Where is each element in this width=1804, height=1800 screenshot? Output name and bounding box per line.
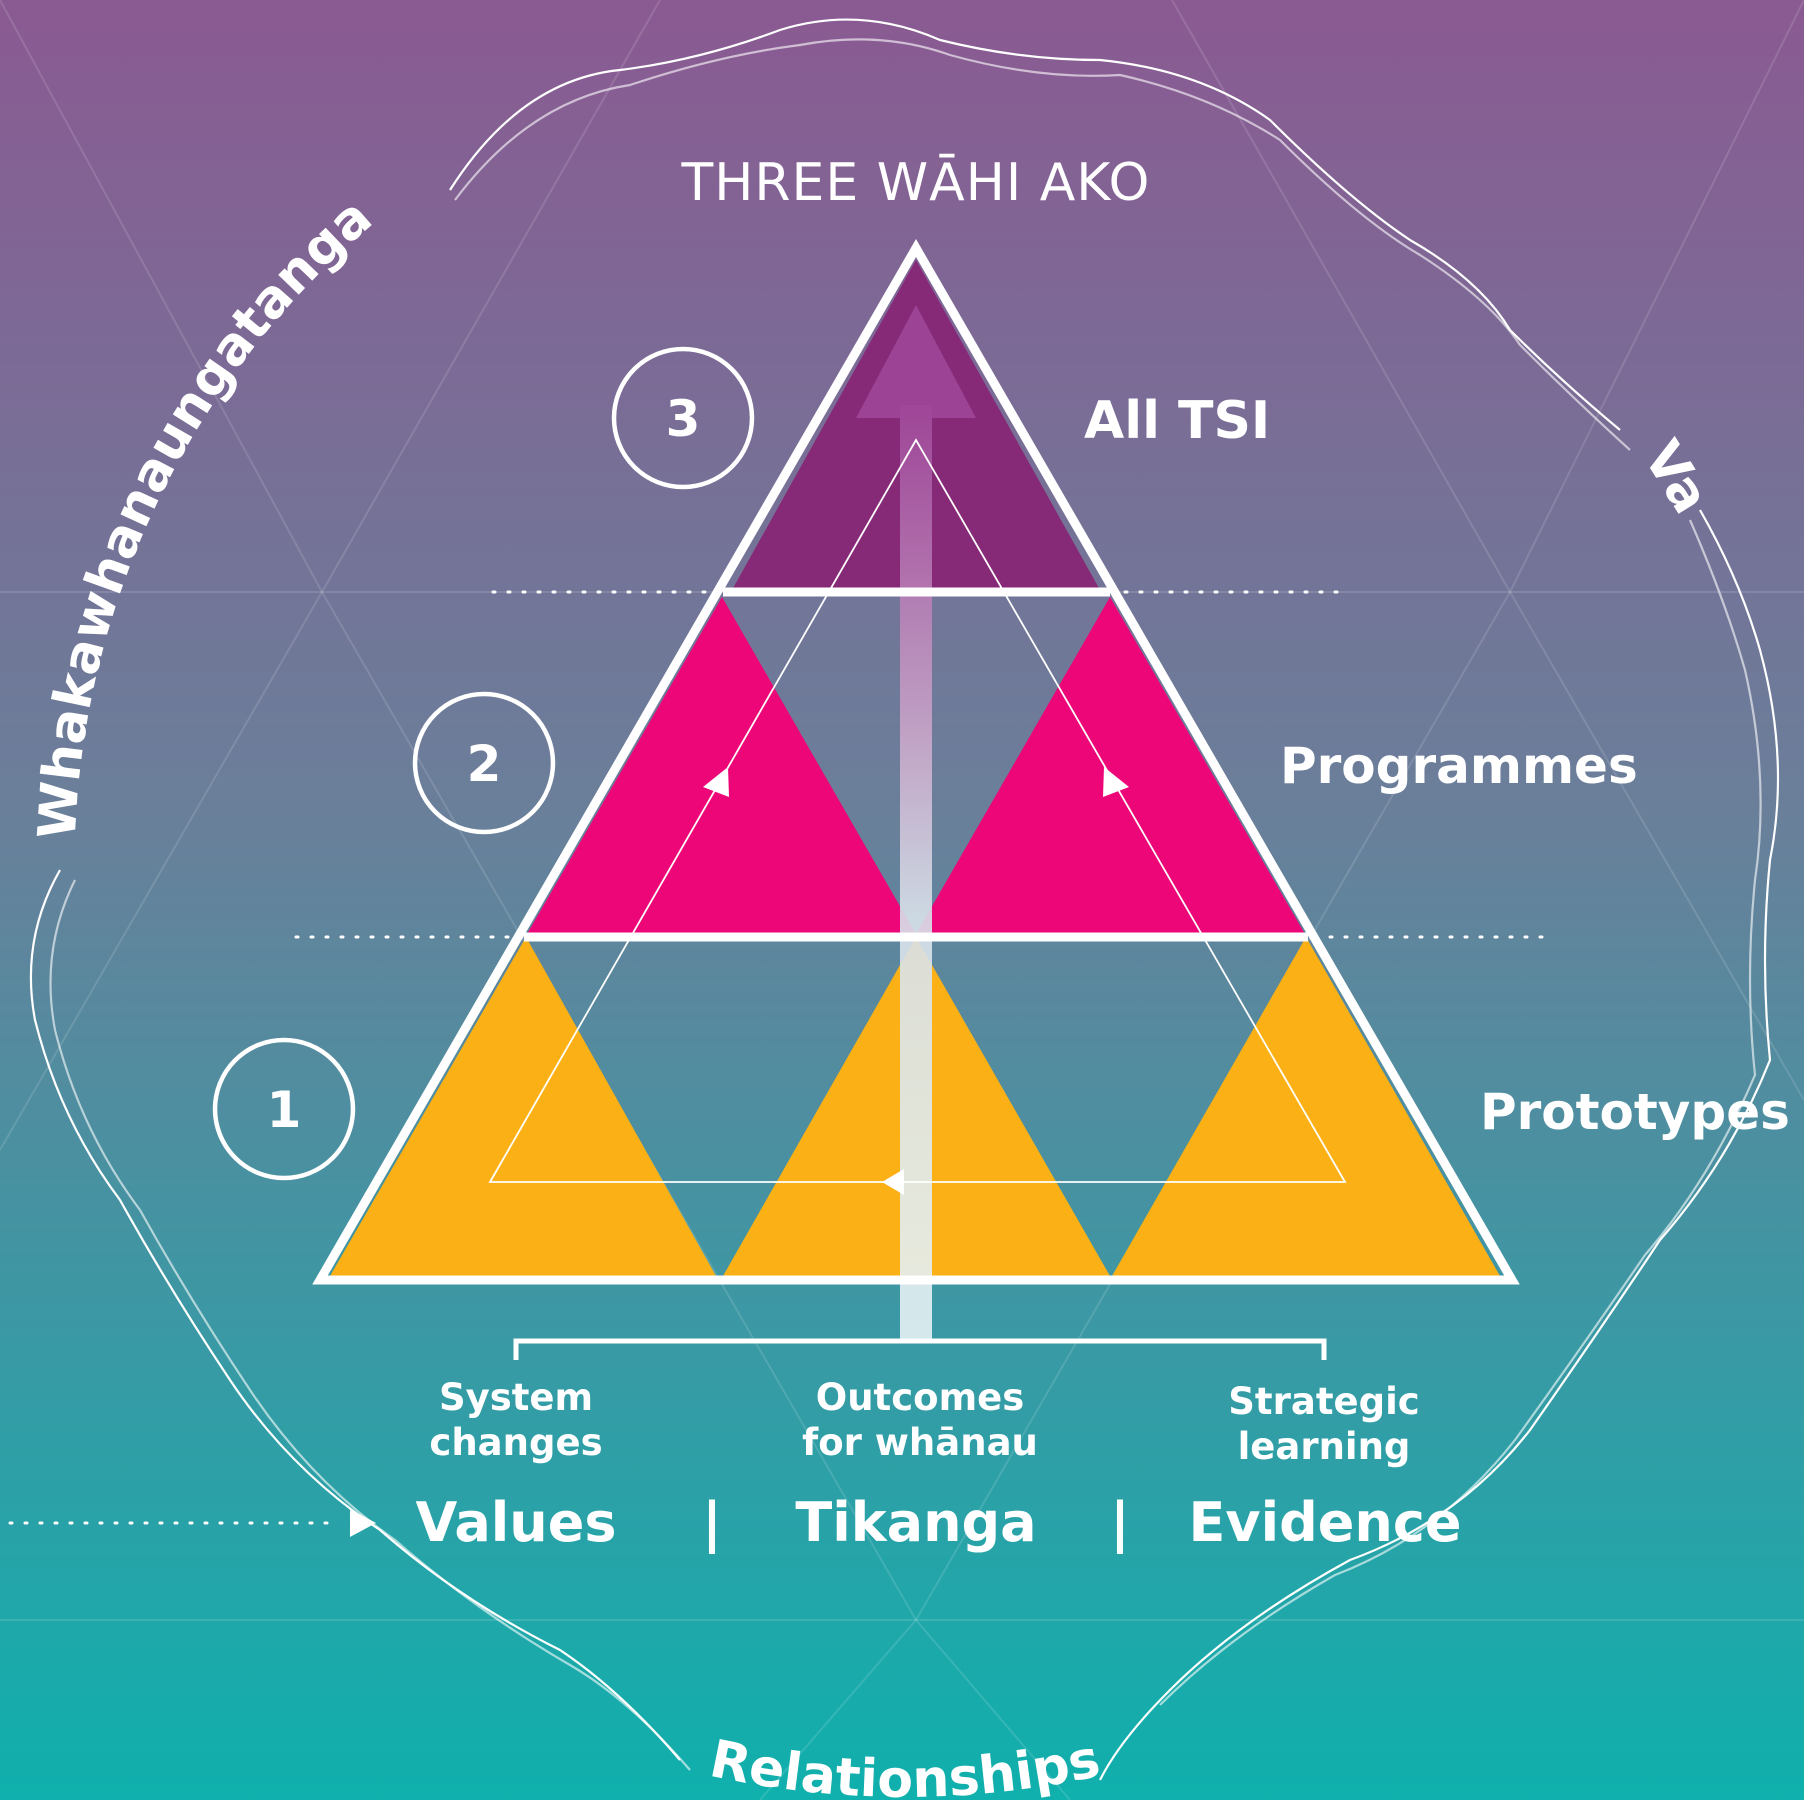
principle-evidence: Evidence — [1189, 1491, 1462, 1554]
upward-arrow — [856, 305, 976, 1340]
cycle-arrow-left-icon — [703, 767, 729, 797]
learning-cycle — [488, 438, 1347, 1195]
outcome-2-line1: Outcomes — [816, 1376, 1025, 1419]
level-1-number: 1 — [267, 1081, 302, 1139]
outcome-3-line1: Strategic — [1228, 1380, 1419, 1423]
level-2-label: Programmes — [1280, 737, 1638, 795]
principle-separator-1: | — [702, 1491, 722, 1554]
level-1-label: Prototypes — [1480, 1083, 1790, 1141]
cycle-arrow-bottom-icon — [882, 1169, 904, 1195]
outcome-2-line2: for whānau — [802, 1421, 1038, 1464]
level-3-label: All TSI — [1084, 391, 1270, 451]
outcomes-bracket — [513, 1338, 1327, 1360]
principle-tikanga: Tikanga — [795, 1491, 1036, 1554]
pointer-arrow-icon — [350, 1509, 376, 1537]
outcome-1-line1: System — [439, 1376, 593, 1419]
pyramid-outline — [312, 239, 1520, 1285]
principle-values: Values — [416, 1491, 617, 1554]
level-number-circles — [212, 346, 755, 1181]
level-3-number: 3 — [666, 390, 701, 448]
wavy-ring-decoration — [29, 18, 1780, 1781]
outcome-1-line2: changes — [429, 1421, 602, 1464]
diagram-title: THREE WĀHI AKO — [681, 153, 1151, 213]
dotted-guides — [8, 590, 1547, 1525]
outcome-3-line2: learning — [1238, 1425, 1411, 1468]
level-2-programmes-tier — [527, 597, 1305, 934]
principle-separator-2: | — [1110, 1491, 1130, 1554]
cycle-arrow-right-icon — [1103, 767, 1129, 797]
level-2-number: 2 — [467, 735, 502, 793]
